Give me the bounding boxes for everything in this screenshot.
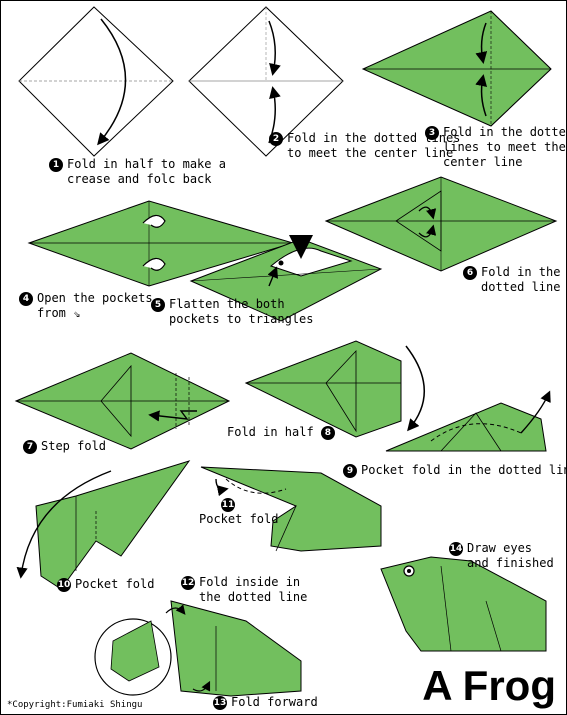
step-9-number: 9 [343,463,357,478]
diagram-title: A Frog [422,662,556,709]
step-5-text: Flatten the both pockets to triangles [169,297,314,326]
step-7-text: Step fold [41,439,107,453]
step-12-text: Fold inside in the dotted line [199,575,308,604]
step-14-caption: 14 Draw eyes and finished [449,541,554,571]
step-3-number: 3 [425,125,439,140]
step-11-number: 11 [221,497,235,512]
step-1-number: 1 [49,157,63,172]
step-3-text: Fold in the dotted lines to meet the cen… [443,125,567,169]
step-10-text: Pocket fold [75,577,155,591]
step-1-diagram [18,6,174,157]
step-9-caption: 9 Pocket fold in the dotted line [343,463,567,478]
step-13-caption: 13 Fold forward [213,695,318,710]
step-6-text: Fold in the dotted line [481,265,561,294]
step-6-caption: 6 Fold in the dotted line [463,265,560,295]
step-11-caption: 11 Pocket fold [199,497,278,527]
step-14-number: 14 [449,541,463,556]
step-2-caption: 2 Fold in the dotted lines to meet the ce… [269,131,460,161]
step-8-text: Fold in half [227,425,314,439]
step-4-number: 4 [19,291,33,306]
step-11-diagram [200,466,382,552]
step-12-number: 12 [181,575,195,590]
copyright-text: *Copyright:Fumiaki Shingu [7,700,143,710]
step-5-caption: 5 Flatten the both pockets to triangles [151,297,314,327]
step-6-diagram [324,176,558,272]
step-7-number: 7 [23,439,37,454]
step-8-diagram [244,340,425,438]
step-10-diagram [16,460,191,590]
step-14-text: Draw eyes and finished [467,541,554,570]
step-4-text: Open the pockets from ⇘ [37,291,153,320]
step-1-caption: 1 Fold in half to make a crease and folc … [49,157,226,187]
step-2-text: Fold in the dotted lines to meet the cen… [287,131,461,160]
step-7-caption: 7 Step fold [23,439,106,454]
step-3-caption: 3 Fold in the dotted lines to meet the ce… [425,125,567,170]
step-3-diagram [361,10,552,127]
step-12-13-diagram [94,600,302,697]
step-9-text: Pocket fold in the dotted line [361,463,567,477]
step-7-diagram [14,352,231,450]
step-8-caption: Fold in half 8 [227,425,339,440]
frog-finished-diagram [380,556,547,652]
step-11-text: Pocket fold [199,512,279,526]
step-13-number: 13 [213,695,227,710]
step-5-number: 5 [151,297,165,312]
step-12-caption: 12 Fold inside in the dotted line [181,575,307,605]
step-13-text: Fold forward [231,695,318,709]
step-2-diagram [188,6,344,157]
step-6-number: 6 [463,265,477,280]
step-10-number: 10 [57,577,71,592]
step-5-diagram [189,235,383,322]
step-8-number: 8 [320,425,335,440]
step-2-number: 2 [269,131,283,146]
step-1-text: Fold in half to make a crease and folc b… [67,157,226,186]
step-10-caption: 10 Pocket fold [57,577,154,592]
step-9-diagram [385,390,551,452]
step-4-caption: 4 Open the pockets from ⇘ [19,291,153,321]
